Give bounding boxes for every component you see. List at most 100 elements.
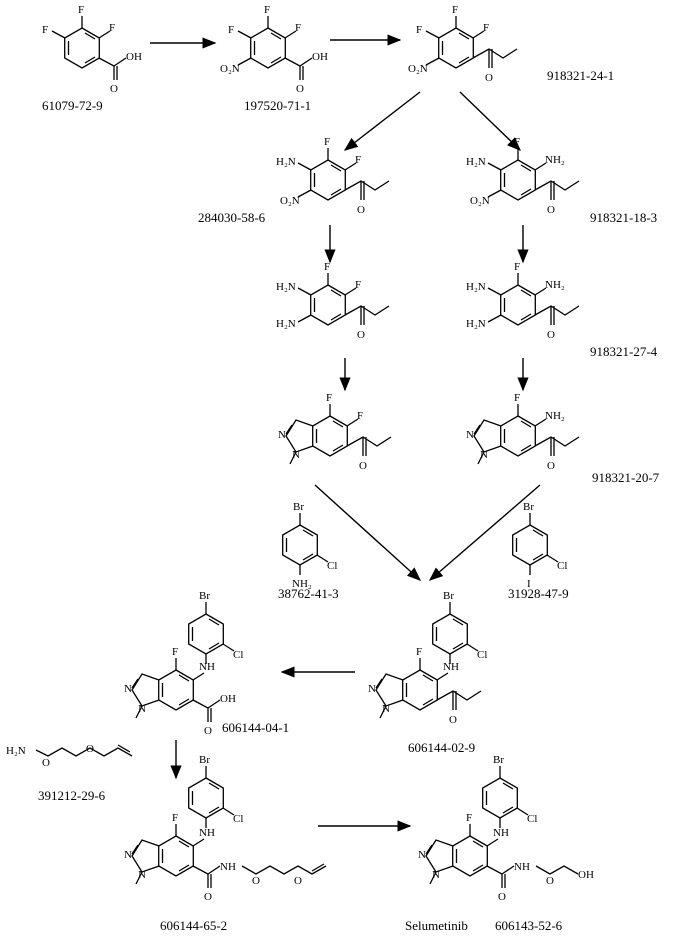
atom-h2n: H₂N — [276, 156, 296, 168]
atom-cl: Cl — [557, 560, 567, 572]
atom-n: N — [292, 449, 300, 461]
atom-o: O — [498, 891, 506, 903]
cas-label: 918321-18-3 — [590, 210, 657, 225]
atom-f: F — [357, 410, 363, 422]
compound-606144-04-1: Br Cl N N F NH O OH — [124, 590, 243, 737]
reaction-arrows — [150, 34, 541, 832]
atom-nh2: NH₂ — [292, 578, 312, 590]
atom-n: N — [278, 429, 286, 441]
cas-label: 918321-27-4 — [590, 344, 658, 359]
atom-f: F — [452, 4, 458, 16]
atom-f: F — [326, 392, 332, 404]
atom-o: O — [357, 204, 365, 216]
atom-nh2: NH₂ — [545, 410, 565, 422]
atom-nh: NH — [199, 661, 215, 673]
atom-o: O — [110, 83, 118, 95]
atom-oh: OH — [578, 869, 594, 881]
atom-n: N — [138, 703, 146, 715]
atom-cl: Cl — [327, 560, 337, 572]
atom-cl: Cl — [233, 813, 243, 825]
atom-n: N — [466, 429, 474, 441]
compound-918321-20-7: N N F NH₂ O — [466, 392, 580, 472]
atom-o: O — [449, 714, 457, 726]
atom-f: F — [109, 22, 115, 34]
atom-f: F — [466, 812, 472, 824]
atom-nh: NH — [220, 861, 236, 873]
atom-o2n: O₂N — [220, 63, 240, 75]
atom-n: N — [382, 703, 390, 715]
atom-f: F — [295, 22, 301, 34]
cas-label: 284030-58-6 — [198, 210, 266, 225]
arrow-10 — [428, 484, 541, 581]
atom-br: Br — [199, 590, 210, 602]
atom-o2n: O₂N — [408, 63, 428, 75]
atom-o: O — [547, 329, 555, 341]
compound-benzimidazole-left: N N F F O — [278, 392, 392, 472]
atom-cl: Cl — [233, 649, 243, 661]
atom-br: Br — [493, 754, 504, 766]
compound-31928-47-9: Br Cl I — [512, 501, 567, 590]
atom-f: F — [514, 261, 520, 273]
atom-h2n: H₂N — [276, 318, 296, 330]
atom-o2n: O₂N — [470, 195, 490, 207]
atom-nh2: NH₂ — [545, 154, 565, 166]
compound-918321-18-3: H₂N F NH₂ O₂N O — [466, 136, 580, 216]
atom-n: N — [124, 683, 132, 695]
atom-oh: OH — [220, 693, 236, 705]
cas-label: 918321-20-7 — [592, 470, 660, 485]
arrow-3 — [343, 91, 421, 151]
compound-284030-58-6: H₂N F F O₂N O — [276, 136, 390, 216]
atom-f: F — [42, 24, 48, 36]
atom-cl: Cl — [527, 813, 537, 825]
atom-f: F — [172, 646, 178, 658]
atom-o: O — [359, 460, 367, 472]
compound-606144-65-2: Br Cl N N F NH O NH O O — [124, 754, 327, 903]
cas-label: 197520-71-1 — [244, 98, 311, 113]
atom-oh: OH — [312, 51, 328, 63]
atom-oh: OH — [126, 51, 142, 63]
atom-nh2: NH₂ — [545, 279, 565, 291]
atom-f: F — [228, 24, 234, 36]
atom-cl: Cl — [477, 649, 487, 661]
atom-f: F — [355, 154, 361, 166]
cas-label: 918321-24-1 — [547, 68, 614, 83]
compound-diamine-left: H₂N F F H₂N O — [276, 261, 390, 341]
atom-f: F — [172, 812, 178, 824]
atom-f: F — [483, 22, 489, 34]
compound-selumetinib: Br Cl N N F NH O NH O OH — [418, 754, 594, 903]
atom-f: F — [78, 4, 84, 16]
atom-o: O — [204, 891, 212, 903]
atom-f: F — [355, 279, 361, 291]
cas-label: 606144-02-9 — [408, 740, 475, 755]
atom-br: Br — [199, 754, 210, 766]
atom-f: F — [324, 261, 330, 273]
compound-197520-71-1: F F F O₂N O OH — [220, 4, 328, 95]
atom-n: N — [368, 683, 376, 695]
atom-f: F — [514, 136, 520, 148]
atom-o: O — [294, 875, 302, 887]
atom-o: O — [42, 757, 50, 769]
cas-label: 606144-65-2 — [160, 918, 227, 933]
atom-h2n: H₂N — [466, 318, 486, 330]
atom-o: O — [252, 875, 260, 887]
compound-61079-72-9: F F F O OH — [42, 4, 142, 95]
atom-h2n: H₂N — [466, 281, 486, 293]
cas-label: 391212-29-6 — [38, 788, 106, 803]
atom-o: O — [86, 743, 94, 755]
atom-o: O — [547, 460, 555, 472]
atom-nh: NH — [199, 827, 215, 839]
atom-o: O — [296, 83, 304, 95]
compound-606144-02-9: Br Cl N N F NH O — [368, 590, 487, 726]
atom-o: O — [485, 72, 493, 84]
compound-38762-41-3: Br Cl NH₂ — [282, 501, 337, 590]
arrow-4 — [459, 91, 522, 151]
atom-f: F — [264, 4, 270, 16]
atom-f: F — [416, 646, 422, 658]
product-name: Selumetinib — [405, 918, 468, 933]
atom-n: N — [418, 849, 426, 861]
atom-n: N — [124, 849, 132, 861]
atom-nh: NH — [443, 661, 459, 673]
atom-h2n: H₂N — [276, 281, 296, 293]
atom-br: Br — [523, 501, 534, 513]
